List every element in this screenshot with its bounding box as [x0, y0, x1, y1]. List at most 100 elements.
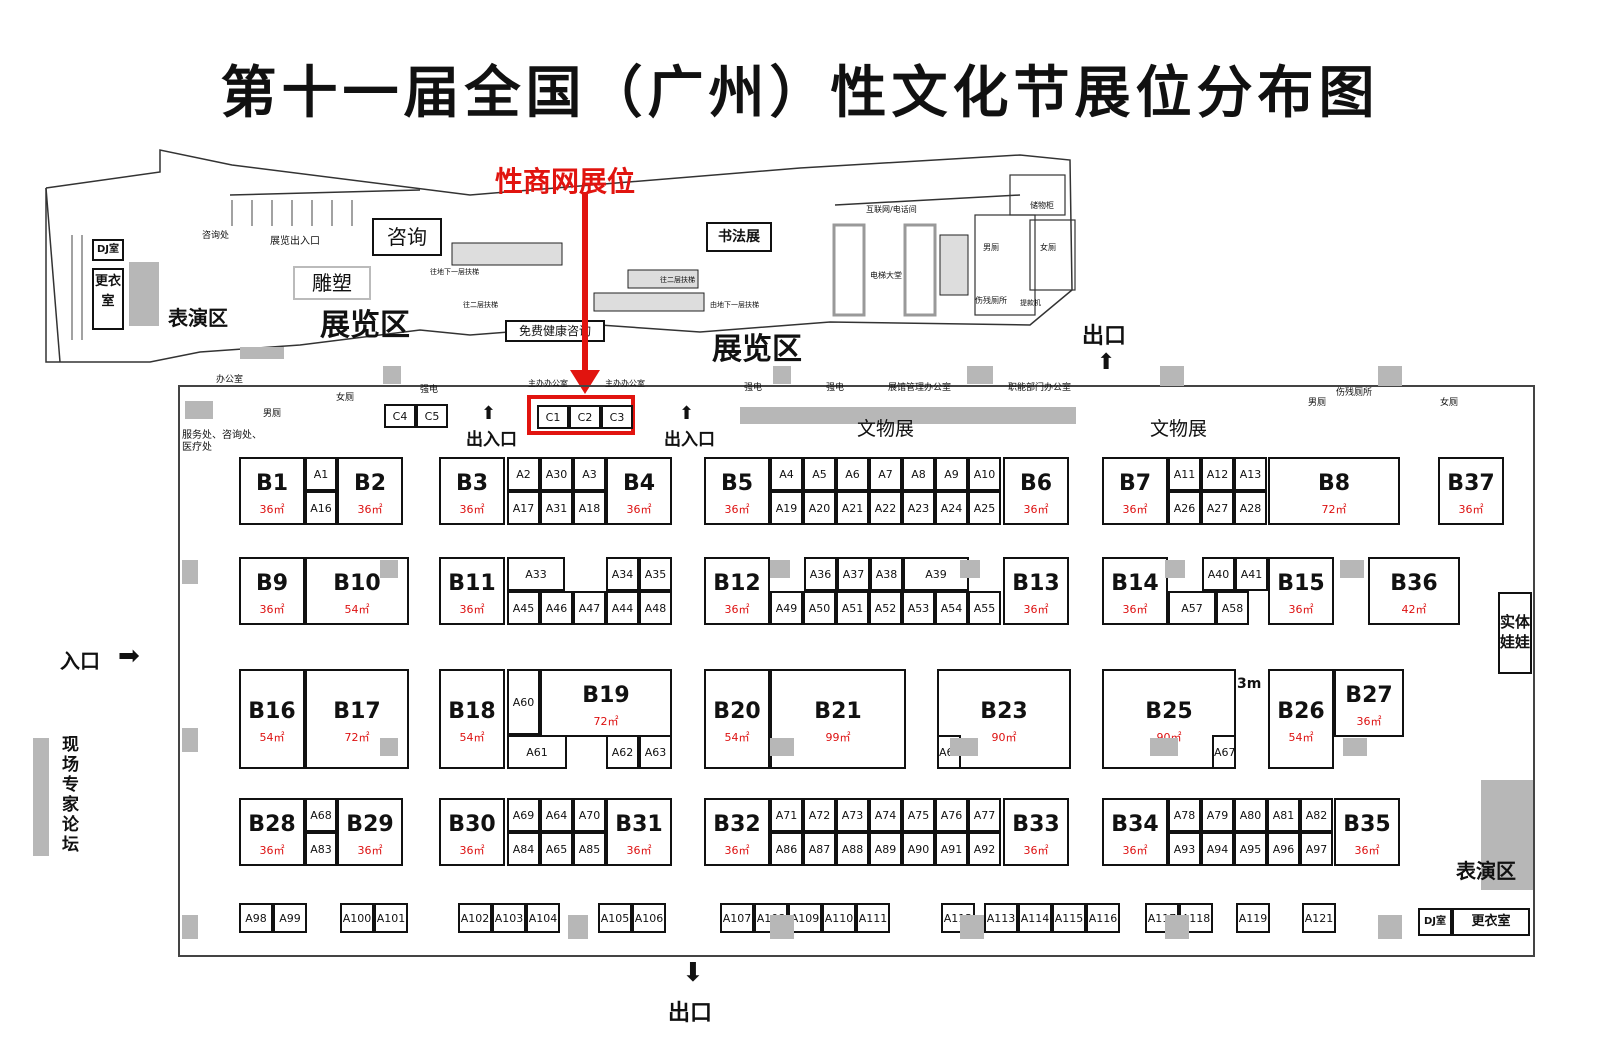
booth-a111[interactable]: A111: [856, 903, 890, 933]
booth-a13[interactable]: A13: [1234, 457, 1267, 491]
booth-a68[interactable]: A68: [305, 798, 337, 832]
booth-a19[interactable]: A19: [770, 491, 803, 525]
booth-a67[interactable]: A67: [1212, 735, 1236, 769]
booth-a74[interactable]: A74: [869, 798, 902, 832]
booth-a98[interactable]: A98: [239, 903, 273, 933]
booth-a44[interactable]: A44: [606, 591, 639, 625]
booth-a2[interactable]: A2: [507, 457, 540, 491]
booth-a95[interactable]: A95: [1234, 832, 1267, 866]
booth-a39[interactable]: A39: [903, 557, 969, 591]
booth-a86[interactable]: A86: [770, 832, 803, 866]
booth-a64[interactable]: A64: [540, 798, 573, 832]
booth-a85[interactable]: A85: [573, 832, 606, 866]
booth-a54[interactable]: A54: [935, 591, 968, 625]
booth-a50[interactable]: A50: [803, 591, 836, 625]
booth-a3[interactable]: A3: [573, 457, 606, 491]
booth-a69[interactable]: A69: [507, 798, 540, 832]
booth-a77[interactable]: A77: [968, 798, 1001, 832]
booth-a22[interactable]: A22: [869, 491, 902, 525]
booth-a105[interactable]: A105: [598, 903, 632, 933]
booth-a60[interactable]: A60: [507, 669, 540, 735]
booth-a41[interactable]: A41: [1235, 557, 1268, 591]
booth-a53[interactable]: A53: [902, 591, 935, 625]
booth-a62[interactable]: A62: [606, 735, 639, 769]
booth-a113[interactable]: A113: [984, 903, 1018, 933]
booth-a81[interactable]: A81: [1267, 798, 1300, 832]
booth-a101[interactable]: A101: [374, 903, 408, 933]
booth-a5[interactable]: A5: [803, 457, 836, 491]
booth-a17[interactable]: A17: [507, 491, 540, 525]
booth-a57[interactable]: A57: [1168, 591, 1216, 625]
booth-a4[interactable]: A4: [770, 457, 803, 491]
booth-a100[interactable]: A100: [340, 903, 374, 933]
booth-a31[interactable]: A31: [540, 491, 573, 525]
booth-a92[interactable]: A92: [968, 832, 1001, 866]
booth-a37[interactable]: A37: [837, 557, 870, 591]
booth-a96[interactable]: A96: [1267, 832, 1300, 866]
booth-a30[interactable]: A30: [540, 457, 573, 491]
booth-a7[interactable]: A7: [869, 457, 902, 491]
booth-a38[interactable]: A38: [870, 557, 903, 591]
booth-a94[interactable]: A94: [1201, 832, 1234, 866]
booth-a78[interactable]: A78: [1168, 798, 1201, 832]
booth-a89[interactable]: A89: [869, 832, 902, 866]
booth-a104[interactable]: A104: [526, 903, 560, 933]
booth-a70[interactable]: A70: [573, 798, 606, 832]
booth-a16[interactable]: A16: [305, 491, 337, 525]
booth-a47[interactable]: A47: [573, 591, 606, 625]
booth-c2[interactable]: C2: [569, 405, 601, 429]
booth-a90[interactable]: A90: [902, 832, 935, 866]
booth-a33[interactable]: A33: [507, 557, 565, 591]
booth-a9[interactable]: A9: [935, 457, 968, 491]
booth-a1[interactable]: A1: [305, 457, 337, 491]
booth-c5[interactable]: C5: [416, 404, 448, 428]
booth-a24[interactable]: A24: [935, 491, 968, 525]
booth-a84[interactable]: A84: [507, 832, 540, 866]
booth-a6[interactable]: A6: [836, 457, 869, 491]
booth-a21[interactable]: A21: [836, 491, 869, 525]
booth-c3[interactable]: C3: [601, 405, 633, 429]
booth-a58[interactable]: A58: [1216, 591, 1249, 625]
booth-a93[interactable]: A93: [1168, 832, 1201, 866]
booth-a49[interactable]: A49: [770, 591, 803, 625]
booth-a36[interactable]: A36: [804, 557, 837, 591]
booth-a76[interactable]: A76: [935, 798, 968, 832]
booth-a20[interactable]: A20: [803, 491, 836, 525]
booth-c1[interactable]: C1: [537, 405, 569, 429]
booth-a91[interactable]: A91: [935, 832, 968, 866]
booth-a10[interactable]: A10: [968, 457, 1001, 491]
booth-a63[interactable]: A63: [639, 735, 672, 769]
booth-a72[interactable]: A72: [803, 798, 836, 832]
booth-a46[interactable]: A46: [540, 591, 573, 625]
booth-a82[interactable]: A82: [1300, 798, 1333, 832]
booth-a45[interactable]: A45: [507, 591, 540, 625]
booth-a102[interactable]: A102: [458, 903, 492, 933]
booth-a97[interactable]: A97: [1300, 832, 1333, 866]
booth-a115[interactable]: A115: [1052, 903, 1086, 933]
booth-a99[interactable]: A99: [273, 903, 307, 933]
booth-a88[interactable]: A88: [836, 832, 869, 866]
booth-a79[interactable]: A79: [1201, 798, 1234, 832]
booth-c4[interactable]: C4: [384, 404, 416, 428]
booth-a87[interactable]: A87: [803, 832, 836, 866]
booth-a27[interactable]: A27: [1201, 491, 1234, 525]
booth-a11[interactable]: A11: [1168, 457, 1201, 491]
booth-a40[interactable]: A40: [1202, 557, 1235, 591]
booth-a61[interactable]: A61: [507, 735, 567, 769]
